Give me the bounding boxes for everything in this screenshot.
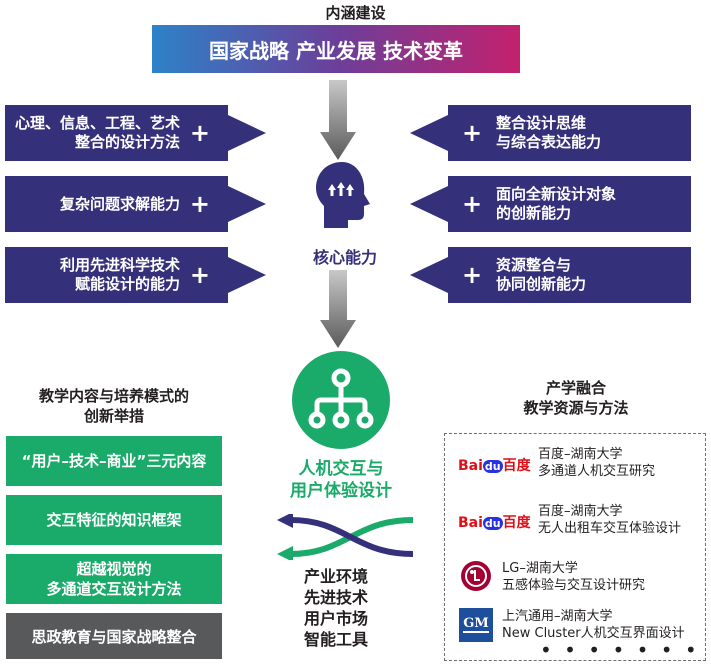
baidu-logo-cn: 百度: [502, 458, 531, 474]
env-item-market: 用户市场: [304, 609, 369, 628]
partners-box: [444, 433, 706, 661]
baidu-paw-icon: du: [482, 517, 503, 530]
gm-logo-text: GM: [463, 616, 489, 633]
left-capability-2-text: 复杂问题求解能力: [59, 194, 180, 213]
head-brain-icon: [316, 162, 370, 228]
partner-1-text: 百度–湖南大学 多通道人机交互研究: [538, 447, 656, 479]
env-item-technology: 先进技术: [304, 588, 369, 607]
right-capability-3-text: 资源整合与 协同创新能力: [496, 256, 587, 293]
strategy-banner: 国家战略 产业发展 技术变革: [152, 25, 520, 73]
env-item-industry: 产业环境: [304, 567, 369, 586]
teaching-item-gray: 思政教育与国家战略整合: [6, 613, 222, 659]
right-capability-1: + 整合设计思维 与综合表达能力: [410, 105, 691, 161]
env-item-tools: 智能工具: [304, 630, 369, 649]
gm-logo-icon: GM: [459, 608, 493, 642]
right-capability-2: + 面向全新设计对象 的创新能力: [410, 176, 691, 232]
plus-icon: +: [189, 261, 210, 289]
core-ability-label: 核心能力: [312, 248, 377, 267]
top-title: 内涵建设: [325, 4, 386, 22]
more-dots: • • • • • • •: [540, 638, 700, 662]
partner-3-text: LG–湖南大学 五感体验与交互设计研究: [502, 561, 646, 593]
baidu-logo-text: Bai: [458, 458, 483, 474]
industry-title: 产学融合 教学资源与方法: [523, 379, 629, 417]
arrow-down-top: [320, 80, 356, 160]
plus-icon: +: [189, 190, 210, 218]
crossing-arrows-icon: [277, 514, 414, 560]
teaching-item-1: “用户–技术–商业”三元内容: [6, 436, 222, 486]
right-capability-3: + 资源整合与 协同创新能力: [410, 247, 691, 303]
teaching-title: 教学内容与培养模式的 创新举措: [38, 387, 189, 425]
plus-icon: +: [462, 119, 483, 147]
right-capability-1-text: 整合设计思维 与综合表达能力: [496, 114, 602, 151]
partner-4-text: 上汽通用–湖南大学 New Cluster人机交互界面设计: [502, 609, 685, 641]
baidu-paw-icon: du: [482, 460, 503, 473]
left-capability-1: 心理、信息、工程、艺术 整合的设计方法 +: [5, 105, 266, 161]
right-capability-2-text: 面向全新设计对象 的创新能力: [496, 185, 617, 222]
plus-icon: +: [462, 190, 483, 218]
partner-2-text: 百度–湖南大学 无人出租车交互体验设计: [538, 504, 682, 536]
plus-icon: +: [462, 261, 483, 289]
left-capability-1-text: 心理、信息、工程、艺术 整合的设计方法: [14, 114, 180, 151]
left-capability-2: 复杂问题求解能力 +: [5, 176, 266, 232]
hci-ux-label: 人机交互与 用户体验设计: [290, 459, 392, 501]
teaching-item-3: 超越视觉的 多通道交互设计方法: [6, 554, 222, 604]
plus-icon: +: [189, 119, 210, 147]
baidu-logo-text: Bai: [458, 515, 483, 531]
arrow-down-bottom: [320, 270, 356, 348]
left-capability-3-text: 利用先进科学技术 赋能设计的能力: [59, 256, 180, 293]
lg-logo-icon: [461, 561, 491, 591]
hierarchy-network-icon: [292, 351, 390, 449]
baidu-logo-cn: 百度: [502, 515, 531, 531]
teaching-item-2: 交互特征的知识框架: [6, 495, 222, 545]
left-capability-3: 利用先进科学技术 赋能设计的能力 +: [5, 247, 266, 303]
